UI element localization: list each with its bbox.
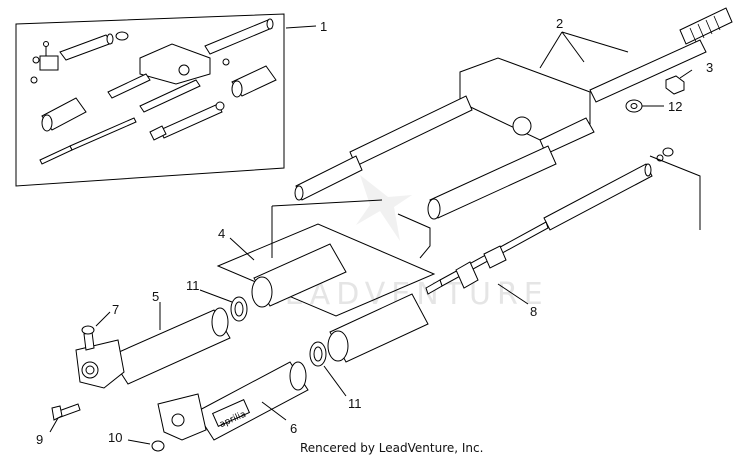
left-slider <box>75 307 231 389</box>
inset-frame <box>15 13 285 187</box>
leader-lines <box>49 25 693 445</box>
callout-8: 8 <box>530 304 537 319</box>
credit-line: Rencered by LeadVenture, Inc. <box>300 441 483 455</box>
callout-11-lower: 11 <box>348 396 362 411</box>
callout-2: 2 <box>556 16 563 31</box>
callout-5: 5 <box>152 289 159 304</box>
inset-kit-box <box>15 13 285 187</box>
callout-12: 12 <box>668 99 682 114</box>
right-slider: aprilia <box>157 361 309 441</box>
rod-piston <box>455 261 479 289</box>
stem-nut <box>665 75 685 95</box>
oil-seals <box>230 296 327 367</box>
callout-4: 4 <box>218 226 225 241</box>
bushing-frame <box>216 223 436 317</box>
fork-crown-assembly <box>294 7 733 220</box>
right-stanchion <box>429 145 557 219</box>
callout-3: 3 <box>706 60 713 75</box>
inset-fork-crown <box>107 18 274 113</box>
callout-11-upper: 11 <box>186 278 200 293</box>
rod-valve <box>483 245 507 269</box>
left-slider-body <box>109 309 231 385</box>
inset-spring-tube <box>59 31 129 61</box>
bushing-tubes <box>216 223 436 363</box>
left-axle-clamp <box>75 339 125 389</box>
inset-slider-tubes <box>41 65 277 132</box>
callout-labels: 1 2 3 4 5 6 7 8 9 10 11 11 12 <box>36 16 713 447</box>
left-stanchion-upper <box>349 95 473 167</box>
axle-bolt <box>51 403 81 421</box>
callout-10: 10 <box>108 430 122 445</box>
callout-6: 6 <box>290 421 297 436</box>
clamp-bolt <box>81 325 95 351</box>
callout-9: 9 <box>36 432 43 447</box>
left-stanchion <box>295 155 363 201</box>
steering-stem <box>589 39 707 103</box>
axle-cap <box>151 440 165 452</box>
inset-damper-rod <box>39 101 225 165</box>
cartridge-tube <box>543 163 653 231</box>
stem-threaded-end <box>679 7 733 45</box>
stem-washer <box>625 99 643 113</box>
callout-1: 1 <box>320 19 327 34</box>
callout-7: 7 <box>112 302 119 317</box>
watermark-logo <box>356 175 412 241</box>
damper-cartridge <box>425 147 674 295</box>
seal-brackets <box>271 155 701 259</box>
crown-pinch-hole <box>512 116 532 136</box>
inset-clamp-parts <box>30 41 59 84</box>
